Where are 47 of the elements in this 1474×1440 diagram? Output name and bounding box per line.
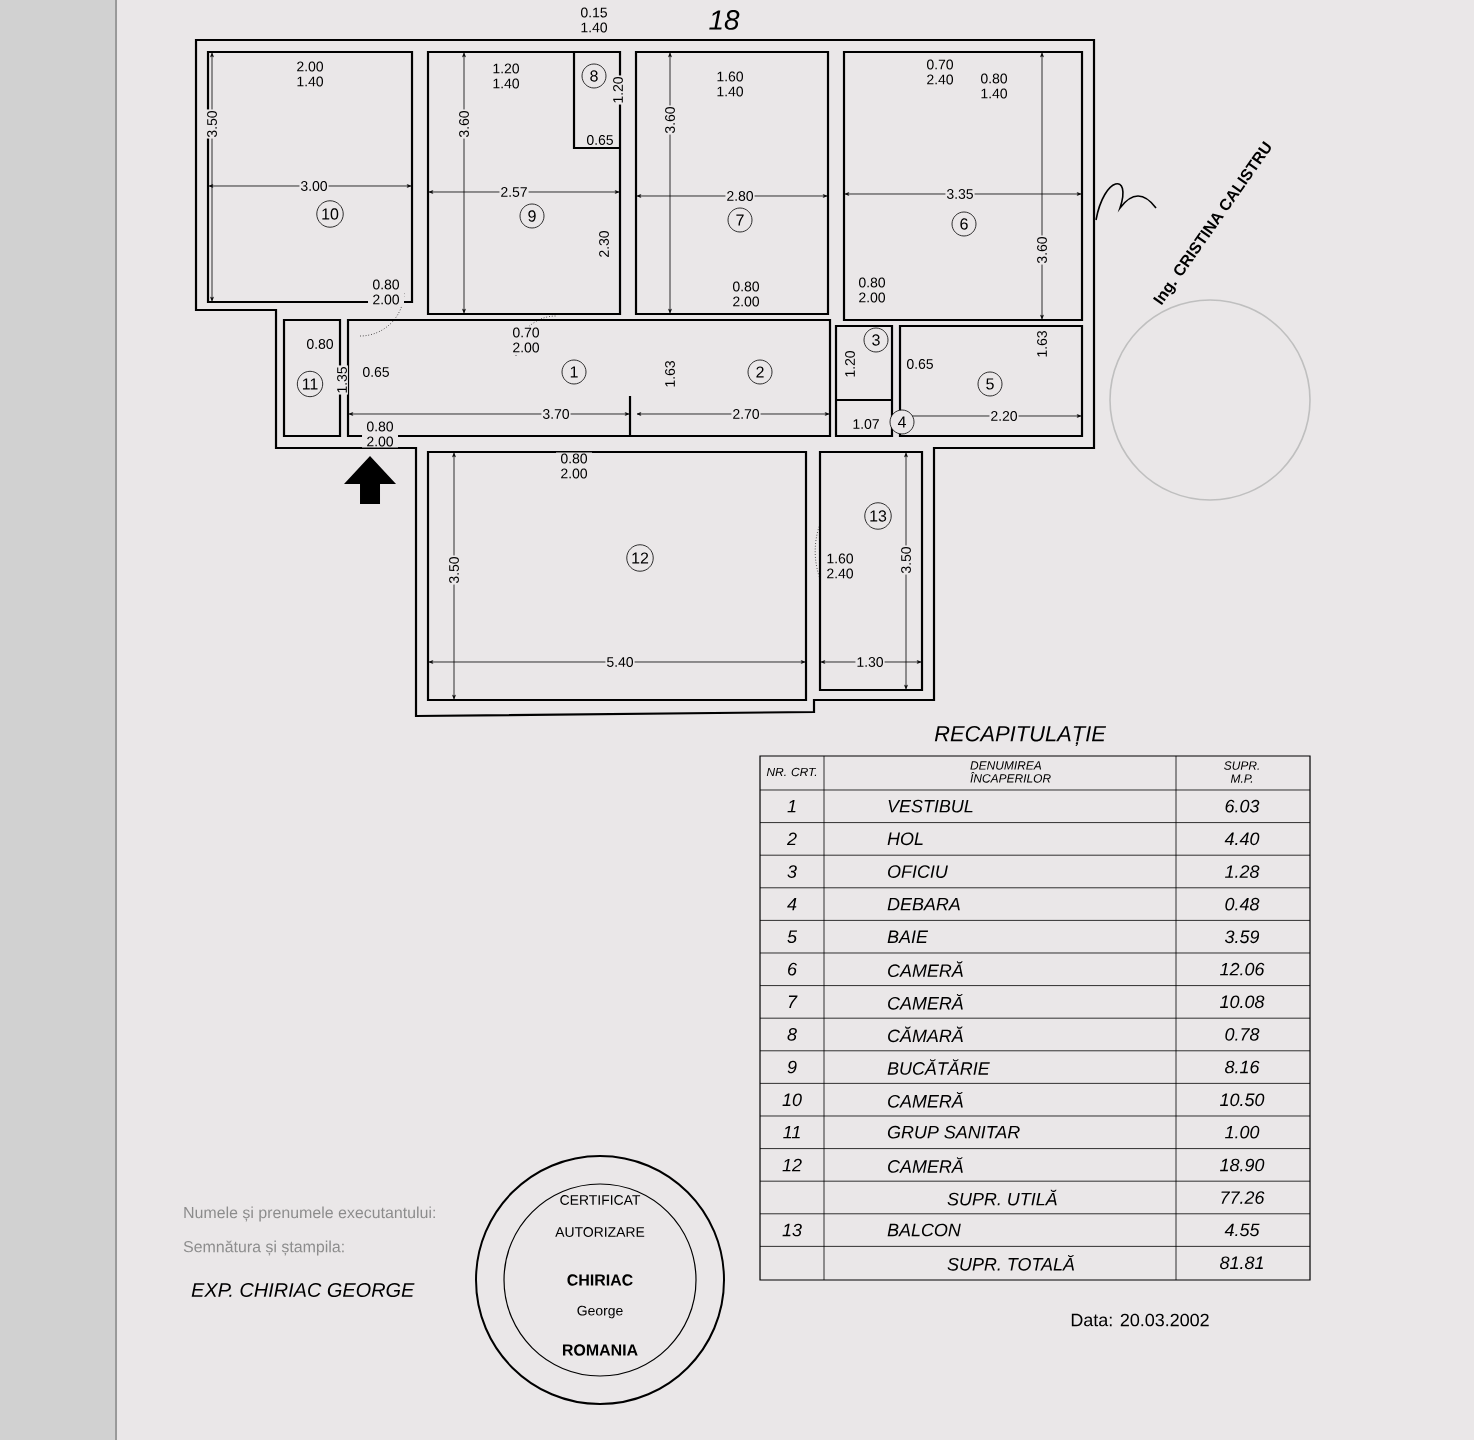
table-text: 81.81 <box>1220 1256 1263 1270</box>
table-text: SUPR. TOTALĂ <box>947 1254 1074 1271</box>
table-text: 2 <box>786 832 797 846</box>
table-text: 10.08 <box>1220 995 1265 1009</box>
table-text: 7 <box>788 995 798 1008</box>
table-text: 10 <box>782 1093 802 1107</box>
table-text: CAMERĂ <box>888 1157 963 1173</box>
handwritten-number: 18 <box>709 10 740 30</box>
table-text: SUPR. UTILĂ <box>947 1189 1057 1206</box>
table-text: DEBARA <box>887 898 960 911</box>
table-text: 3 <box>787 865 797 878</box>
date-text: Data: 20.03.2002 <box>1071 1313 1209 1327</box>
table-text: 5 <box>787 930 798 944</box>
table-text: 77.26 <box>1221 1191 1265 1204</box>
table-text: CAMERĂ <box>888 961 963 978</box>
table-text: 4.40 <box>1224 832 1260 846</box>
table-text: CAMERĂ <box>888 993 963 1010</box>
table-text: HOL <box>887 832 923 846</box>
table-text: BALCON <box>887 1223 961 1237</box>
table-text: 9 <box>787 1060 797 1074</box>
table-text: 4.55 <box>1224 1223 1260 1237</box>
table-text: 18.90 <box>1220 1158 1265 1172</box>
table-text: GRUP SANITAR <box>887 1125 1020 1139</box>
table-text: CAMERĂ <box>888 1091 963 1108</box>
table-text: 0.48 <box>1225 897 1260 911</box>
table-text: 11 <box>783 1126 800 1139</box>
table-text: VESTIBUL <box>888 799 973 813</box>
table-text: 6.03 <box>1225 799 1260 813</box>
table-text: CĂMARĂ <box>888 1026 963 1043</box>
table-text: 12.06 <box>1220 962 1265 976</box>
table-text: 0.78 <box>1225 1028 1260 1041</box>
expert-name: EXP. CHIRIAC GEORGE <box>191 1282 415 1298</box>
table-text: 8 <box>787 1028 797 1041</box>
table-text: 1.00 <box>1225 1125 1260 1139</box>
table-text: 6 <box>788 962 797 976</box>
table-text: 12 <box>782 1158 802 1172</box>
table-text: OFICIU <box>888 865 948 878</box>
table-text: BUCĂTĂRIE <box>887 1059 990 1075</box>
table-text: 13 <box>782 1223 802 1237</box>
table-text: 1.28 <box>1225 865 1260 878</box>
table-text: 3.59 <box>1224 930 1260 944</box>
table-text: 4 <box>787 898 797 911</box>
table-text: 8.16 <box>1225 1060 1260 1074</box>
table-title: RECAPITULAȚIE <box>934 725 1107 747</box>
table-text: 10.50 <box>1220 1093 1265 1107</box>
table-text: BAIE <box>887 930 929 943</box>
table-text: 1 <box>787 800 796 813</box>
